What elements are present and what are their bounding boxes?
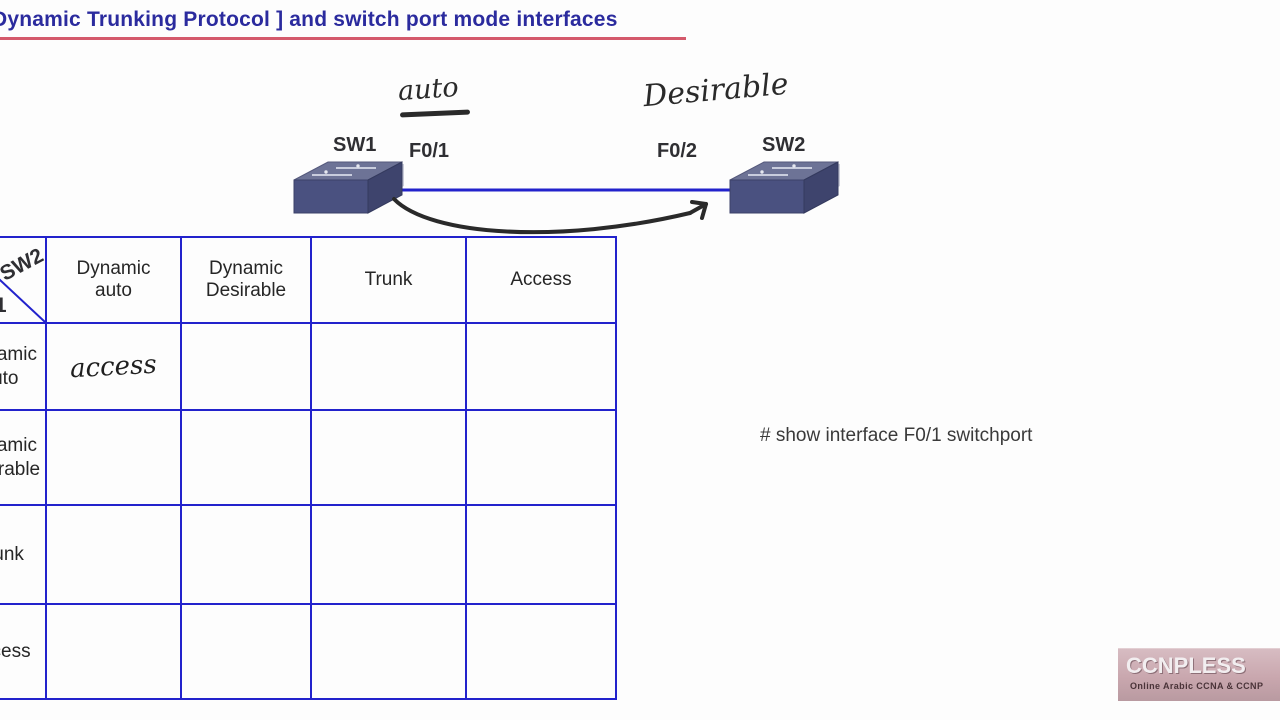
row-header-line-1: Trunk bbox=[0, 543, 24, 565]
network-topology-diagram: SW1 F0/1 F0/2 SW2 auto Desirable bbox=[0, 0, 1280, 240]
corner-diagonal-line bbox=[0, 278, 44, 321]
matrix-cell-r1-c3 bbox=[465, 409, 617, 506]
watermark-subtitle: Online Arabic CCNA & CCNP bbox=[1130, 681, 1264, 691]
matrix-cell-r1-c1 bbox=[180, 409, 312, 506]
matrix-corner-cell: SW2 SW1 bbox=[0, 236, 47, 324]
row-header-line-2: Desirable bbox=[0, 458, 41, 480]
column-header-line-2: Desirable bbox=[205, 280, 287, 301]
column-header-dynamic-auto: Dynamic auto bbox=[45, 236, 182, 324]
interface-label-f0-2: F0/2 bbox=[657, 140, 698, 162]
switchport-mode-matrix-table: SW2 SW1 Dynamic auto Dynamic Desirable T… bbox=[0, 236, 617, 700]
table-row: Access bbox=[0, 603, 617, 700]
page-title: Dynamic Trunking Protocol ] and switch p… bbox=[0, 8, 618, 31]
handwritten-underline-auto bbox=[399, 109, 471, 118]
cli-command-text: # show interface F0/1 switchport bbox=[760, 425, 1033, 446]
switch-icon-sw2 bbox=[729, 161, 840, 214]
title-underline-rule bbox=[0, 37, 686, 40]
row-header-line-1: Access bbox=[0, 640, 31, 662]
column-header-line-1: Dynamic bbox=[76, 258, 151, 279]
table-header-row: SW2 SW1 Dynamic auto Dynamic Desirable T… bbox=[0, 236, 617, 324]
matrix-cell-r0-c3 bbox=[465, 322, 617, 411]
matrix-cell-r1-c2 bbox=[310, 409, 467, 506]
interface-label-f0-1: F0/1 bbox=[409, 140, 450, 162]
row-header-access: Access bbox=[0, 603, 47, 700]
matrix-cell-r2-c1 bbox=[180, 504, 312, 605]
matrix-cell-r0-c2 bbox=[310, 322, 467, 411]
matrix-cell-r0-c1 bbox=[180, 322, 312, 411]
table-row: Trunk bbox=[0, 504, 617, 605]
column-header-line-1: Trunk bbox=[364, 269, 413, 290]
device-label-sw1: SW1 bbox=[333, 134, 377, 156]
handwritten-annotation-auto: auto bbox=[396, 71, 460, 108]
matrix-cell-r2-c3 bbox=[465, 504, 617, 605]
handwritten-annotation-desirable: Desirable bbox=[641, 66, 790, 115]
table-row: Dynamic auto access bbox=[0, 322, 617, 411]
column-header-access: Access bbox=[465, 236, 617, 324]
device-label-sw2: SW2 bbox=[762, 134, 806, 156]
watermark-title: CCNPLESS bbox=[1126, 653, 1246, 678]
matrix-cell-r3-c2 bbox=[310, 603, 467, 700]
column-header-trunk: Trunk bbox=[310, 236, 467, 324]
matrix-cell-r1-c0 bbox=[45, 409, 182, 506]
row-header-dynamic-desirable: Dynamic Desirable bbox=[0, 409, 47, 506]
column-header-line-2: auto bbox=[95, 280, 132, 301]
matrix-cell-r3-c1 bbox=[180, 603, 312, 700]
column-header-line-1: Access bbox=[510, 269, 572, 290]
column-header-dynamic-desirable: Dynamic Desirable bbox=[180, 236, 312, 324]
handwritten-cell-value: access bbox=[69, 349, 158, 384]
row-header-line-1: Dynamic bbox=[0, 343, 37, 365]
matrix-cell-r3-c0 bbox=[45, 603, 182, 700]
row-header-dynamic-auto: Dynamic auto bbox=[0, 322, 47, 411]
column-header-line-1: Dynamic bbox=[209, 258, 283, 279]
matrix-cell-r3-c3 bbox=[465, 603, 617, 700]
handdrawn-curved-arrow bbox=[392, 197, 708, 235]
row-header-trunk: Trunk bbox=[0, 504, 47, 605]
topology-svg bbox=[293, 161, 840, 235]
corner-axis-label-rows: SW1 bbox=[0, 294, 7, 318]
matrix-cell-r2-c0 bbox=[45, 504, 182, 605]
table-row: Dynamic Desirable bbox=[0, 409, 617, 506]
matrix-cell-r0-c0: access bbox=[45, 322, 182, 411]
channel-watermark: CCNPLESS Online Arabic CCNA & CCNP bbox=[1118, 648, 1280, 701]
row-header-line-2: auto bbox=[0, 367, 19, 389]
matrix-cell-r2-c2 bbox=[310, 504, 467, 605]
row-header-line-1: Dynamic bbox=[0, 434, 37, 456]
switch-icon-sw1 bbox=[293, 161, 404, 214]
